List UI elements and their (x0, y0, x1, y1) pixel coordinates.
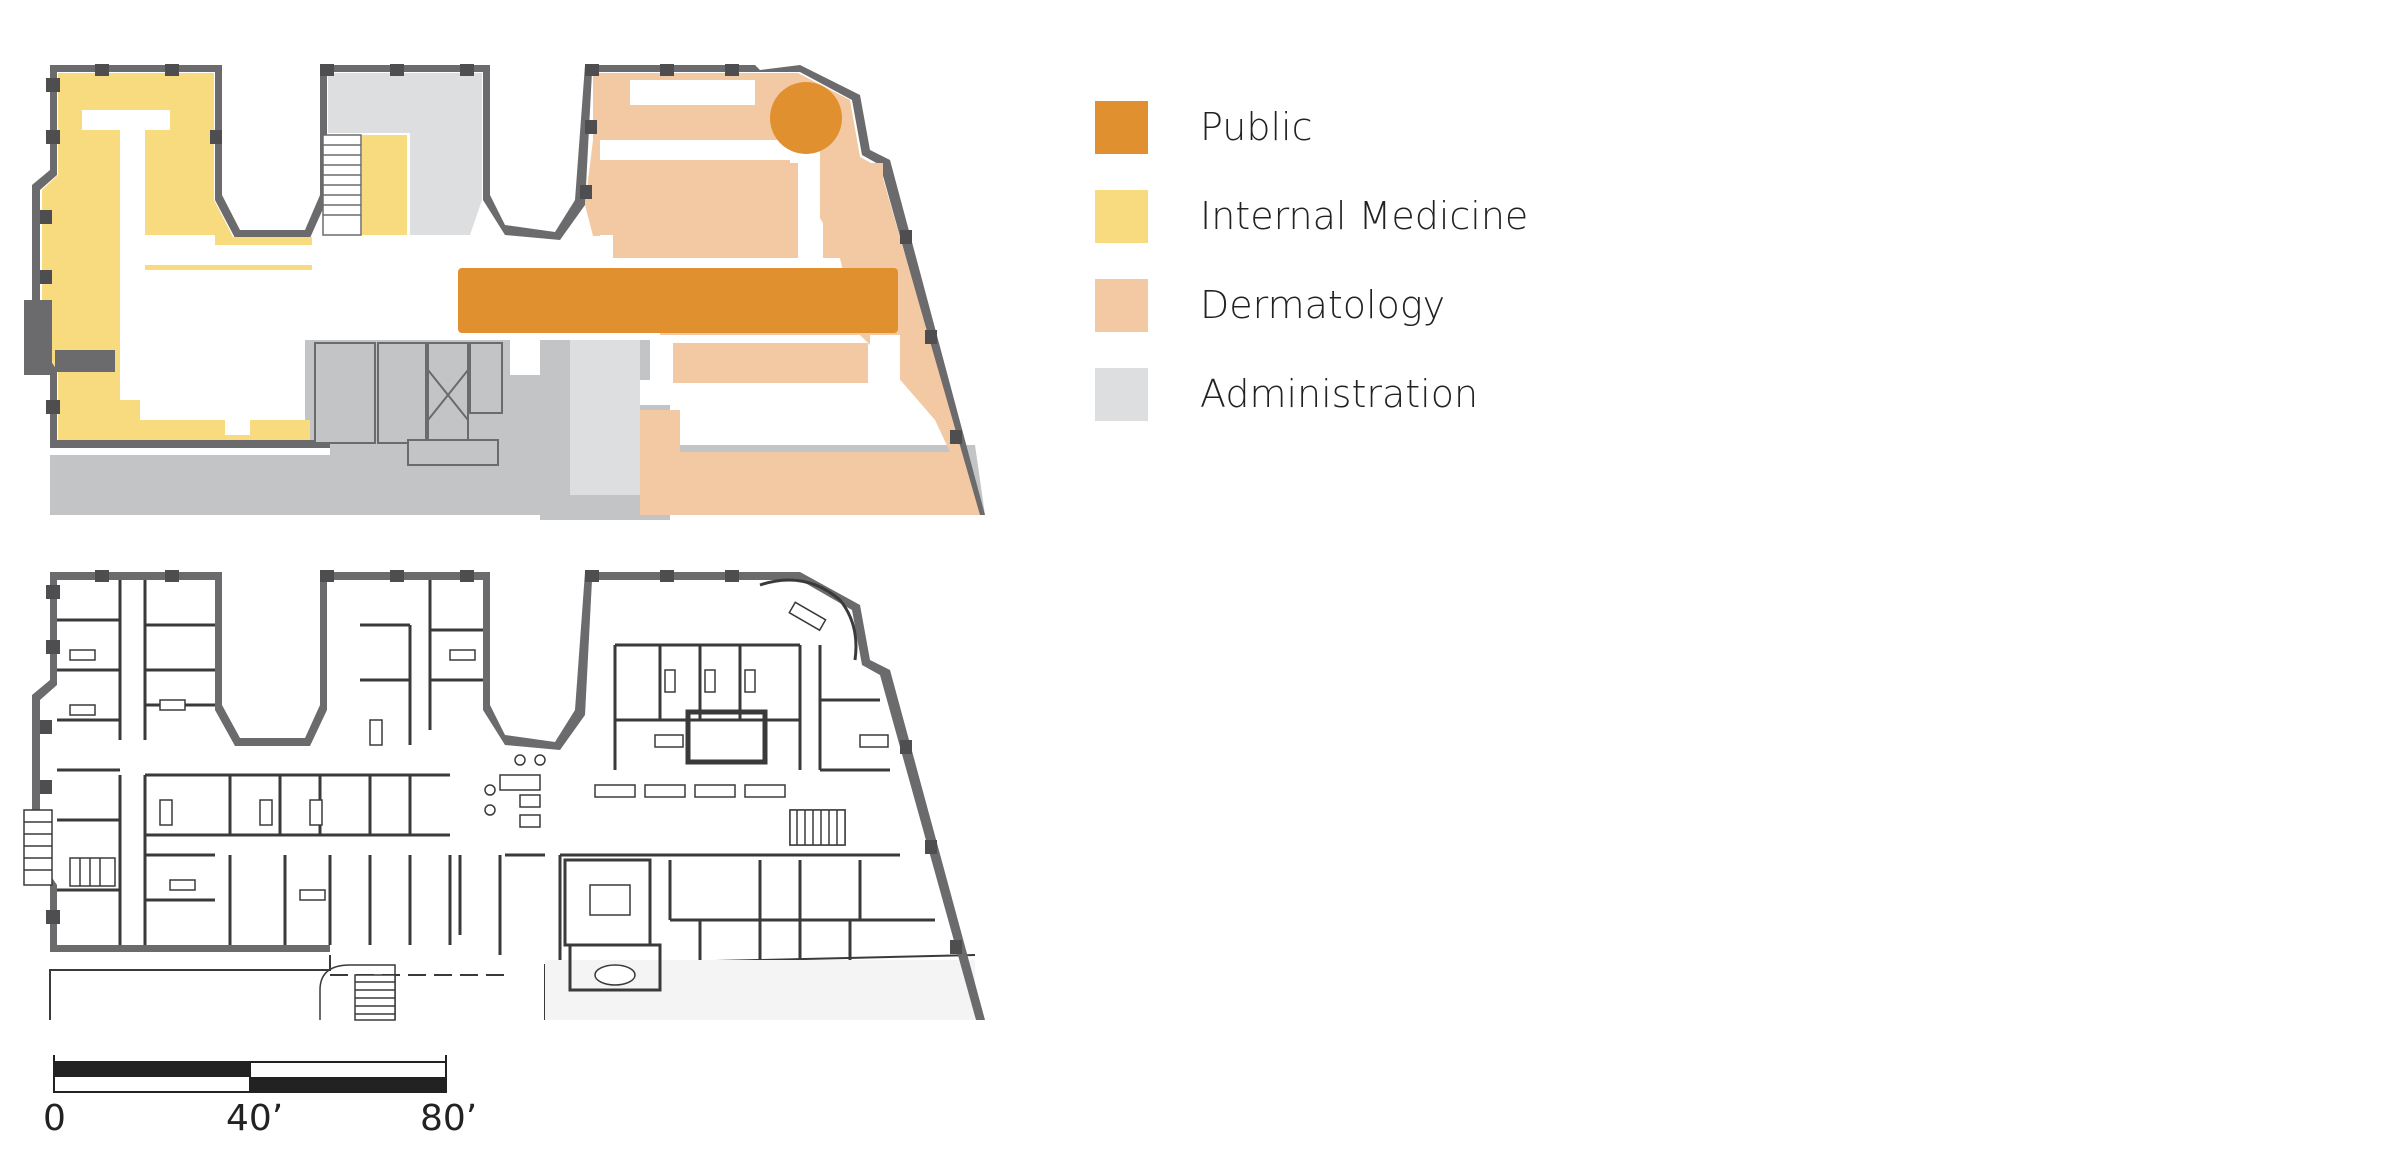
zoning-plan (24, 64, 985, 520)
building-core (314, 342, 503, 466)
bottom-stair (319, 964, 396, 1021)
scale-label-0: 0 (43, 1098, 66, 1139)
stair (322, 134, 362, 236)
external-stair (24, 300, 115, 375)
left-stair-detailed (23, 809, 116, 887)
rotunda (759, 578, 858, 661)
detailed-plan (23, 570, 985, 1021)
legend-label-public: Public (1200, 105, 1313, 149)
scale-label-40: 40’ (226, 1098, 284, 1139)
furniture (69, 601, 889, 986)
legend: Public Internal Medicine Dermatology Adm… (1095, 100, 1528, 456)
partitions (57, 580, 935, 992)
rooms-dermatology (613, 163, 883, 383)
scale-bar (53, 1055, 447, 1093)
legend-item-dermatology: Dermatology (1095, 278, 1528, 332)
legend-swatch-internal-medicine (1095, 189, 1148, 243)
legend-item-administration: Administration (1095, 367, 1528, 421)
legend-label-dermatology: Dermatology (1200, 283, 1446, 327)
right-stair (789, 809, 846, 846)
legend-item-public: Public (1095, 100, 1528, 154)
legend-item-internal-medicine: Internal Medicine (1095, 189, 1528, 243)
legend-label-internal-medicine: Internal Medicine (1200, 194, 1529, 238)
legend-swatch-administration (1095, 367, 1148, 421)
window-bays (40, 64, 962, 444)
legend-swatch-dermatology (1095, 278, 1148, 332)
legend-label-administration: Administration (1200, 372, 1479, 416)
outer-walls-detailed (32, 572, 985, 1020)
zone-public (458, 82, 898, 333)
scale-label-80: 80’ (420, 1098, 478, 1139)
legend-swatch-public (1095, 100, 1148, 154)
window-bays-detailed (40, 570, 962, 954)
